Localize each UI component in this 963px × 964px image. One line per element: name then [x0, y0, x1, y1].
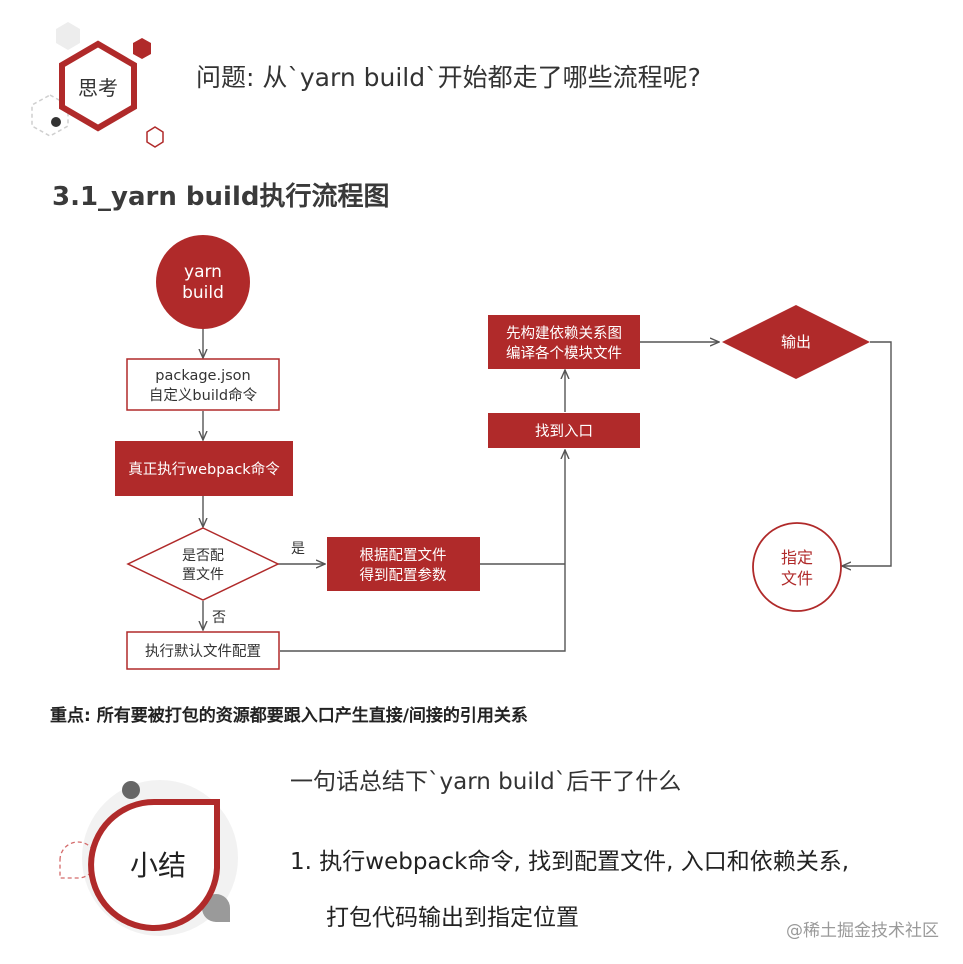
pkg-label-1: package.json	[155, 368, 250, 384]
accent-hexagon-outline	[146, 126, 164, 148]
exec-webpack-label: 真正执行webpack命令	[128, 460, 280, 478]
yes-label: 是	[291, 541, 305, 557]
accent-hexagon-red	[133, 38, 151, 59]
decision-label-2: 置文件	[182, 567, 224, 583]
build-graph-node	[488, 315, 640, 369]
find-entry-label: 找到入口	[535, 423, 593, 440]
summary-item-1-cont: 打包代码输出到指定位置	[326, 905, 579, 931]
key-point-text: 重点: 所有要被打包的资源都要跟入口产生直接/间接的引用关系	[50, 706, 528, 726]
find-entry-node	[488, 413, 640, 448]
section-title: 3.1_yarn build执行流程图	[52, 182, 390, 212]
summary-item-1: 1. 执行webpack命令, 找到配置文件, 入口和依赖关系,	[290, 849, 850, 875]
target-label-1: 指定	[781, 548, 813, 567]
summary-badge-graphic: 小结	[59, 780, 238, 936]
pkg-node	[126, 358, 280, 411]
exec-webpack-node	[115, 441, 293, 496]
build-graph-label-2: 编译各个模块文件	[506, 345, 622, 362]
start-node	[156, 235, 250, 329]
no-label: 否	[212, 610, 226, 626]
connector-output-to-target	[842, 341, 892, 566]
start-label-1: yarn	[184, 262, 222, 282]
output-label: 输出	[781, 333, 811, 351]
by-config-label-2: 得到配置参数	[360, 567, 447, 584]
target-file-node	[752, 522, 842, 612]
think-hexagon	[59, 40, 137, 132]
question-text: 问题: 从`yarn build`开始都走了哪些流程呢?	[196, 63, 701, 92]
summary-drop	[88, 799, 220, 931]
target-label-2: 文件	[781, 569, 813, 588]
by-config-node	[327, 537, 480, 591]
default-config-node	[126, 631, 280, 670]
build-graph-label-1: 先构建依赖关系图	[506, 325, 622, 342]
think-badge-graphic: 思考	[31, 22, 164, 148]
watermark: @稀土掘金技术社区	[786, 921, 939, 941]
accent-dot	[122, 781, 140, 799]
connector-to-find-entry	[280, 450, 565, 652]
deco-hexagon	[56, 22, 80, 50]
by-config-label-1: 根据配置文件	[360, 547, 447, 564]
flowchart: yarn build package.json 自定义build命令 真正执行w…	[115, 235, 892, 670]
output-node	[722, 305, 870, 379]
think-badge-label: 思考	[78, 76, 118, 100]
pkg-label-2: 自定义build命令	[149, 386, 258, 404]
summary-badge-label: 小结	[130, 849, 186, 882]
summary-lead: 一句话总结下`yarn build`后干了什么	[290, 769, 682, 795]
start-label-2: build	[182, 283, 224, 303]
decision-node	[126, 527, 280, 601]
default-config-label: 执行默认文件配置	[145, 643, 261, 660]
decision-label-1: 是否配	[182, 548, 224, 564]
accent-dot	[51, 117, 61, 127]
